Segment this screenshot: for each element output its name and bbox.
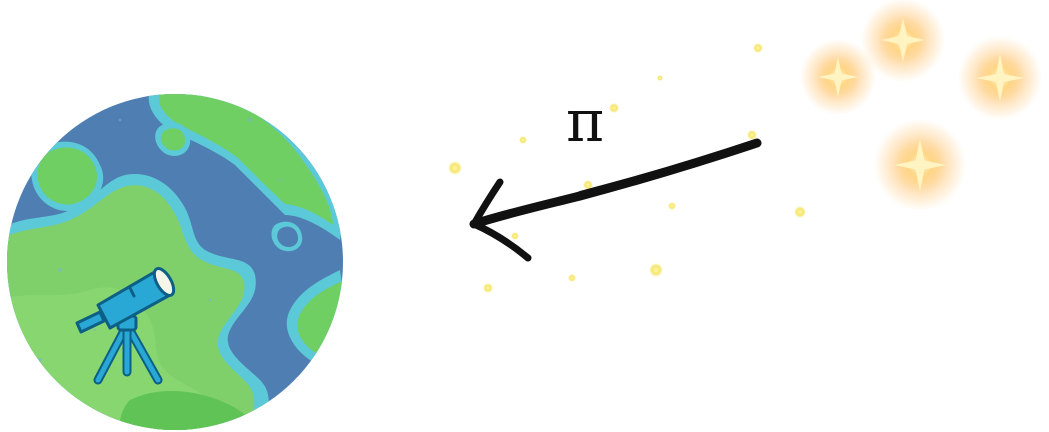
star-icon xyxy=(800,0,1042,211)
arrow-icon xyxy=(474,143,757,258)
dust-particles xyxy=(448,43,806,293)
earth-globe-icon xyxy=(0,88,350,432)
arrow-label: π xyxy=(566,92,604,150)
